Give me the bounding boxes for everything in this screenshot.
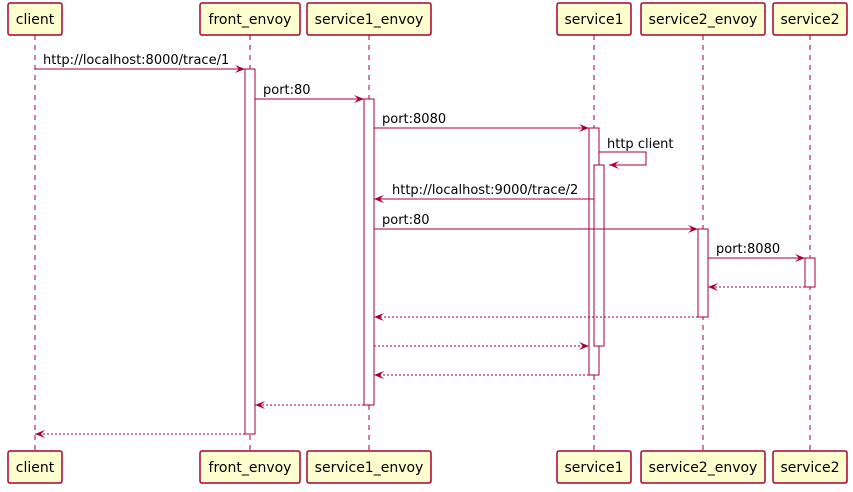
participant-label: service1_envoy bbox=[315, 460, 424, 476]
lifelines bbox=[34, 35, 811, 451]
arrowhead bbox=[688, 225, 698, 233]
message-9 bbox=[374, 342, 589, 350]
message-7 bbox=[708, 283, 805, 291]
arrowhead bbox=[235, 65, 245, 73]
participant-front_envoy-top: front_envoy bbox=[199, 2, 301, 36]
message-label: port:8080 bbox=[716, 242, 780, 257]
participant-box bbox=[772, 2, 848, 36]
participant-label: service2 bbox=[780, 12, 839, 28]
participant-box bbox=[306, 450, 432, 484]
message-label: port:8080 bbox=[382, 112, 446, 127]
participants-top: client front_envoy service1_envoy service1 s… bbox=[7, 2, 848, 36]
activation-bar-service2_envoy bbox=[697, 228, 709, 318]
participant-service2_envoy-top: service2_envoy bbox=[640, 2, 766, 36]
message-11 bbox=[255, 401, 364, 409]
participant-label: client bbox=[16, 460, 55, 476]
arrowhead bbox=[35, 430, 45, 438]
activation-bars bbox=[244, 68, 816, 435]
arrowhead bbox=[708, 283, 718, 291]
participant-client-top: client bbox=[7, 2, 63, 36]
messages: http://localhost:8000/trace/1 port:80 port… bbox=[35, 53, 805, 438]
arrowhead bbox=[795, 254, 805, 262]
participant-box bbox=[7, 2, 63, 36]
participant-box bbox=[199, 450, 301, 484]
activation-bar-service2 bbox=[804, 257, 816, 288]
participant-label: client bbox=[16, 12, 55, 28]
message-8 bbox=[374, 313, 698, 321]
arrowhead bbox=[374, 371, 384, 379]
participant-service1-bottom: service1 bbox=[556, 450, 632, 484]
participant-label: service2_envoy bbox=[649, 12, 758, 28]
participant-client-bottom: client bbox=[7, 450, 63, 484]
participant-box bbox=[306, 2, 432, 36]
message-6: port:8080 bbox=[708, 242, 805, 262]
activation-bar-front_envoy bbox=[244, 68, 256, 435]
participant-label: service2 bbox=[780, 460, 839, 476]
arrowhead bbox=[374, 195, 384, 203]
participant-service2-bottom: service2 bbox=[772, 450, 848, 484]
message-1: port:80 bbox=[255, 83, 364, 103]
message-4: http://localhost:9000/trace/2 bbox=[374, 183, 594, 203]
participant-label: service1_envoy bbox=[315, 12, 424, 28]
message-5: port:80 bbox=[374, 213, 698, 233]
participant-label: front_envoy bbox=[209, 460, 292, 476]
arrowhead bbox=[579, 342, 589, 350]
participant-label: service1 bbox=[564, 460, 623, 476]
participant-label: service1 bbox=[564, 12, 623, 28]
message-line bbox=[599, 151, 647, 166]
participant-front_envoy-bottom: front_envoy bbox=[199, 450, 301, 484]
participant-box bbox=[199, 2, 301, 36]
participant-box bbox=[640, 2, 766, 36]
participant-service2_envoy-bottom: service2_envoy bbox=[640, 450, 766, 484]
participant-service2-top: service2 bbox=[772, 2, 848, 36]
message-2: port:8080 bbox=[374, 112, 589, 132]
message-label: port:80 bbox=[382, 213, 430, 228]
activation-bar-service1_envoy bbox=[363, 98, 375, 406]
message-label: http client bbox=[607, 137, 674, 152]
arrowhead bbox=[354, 95, 364, 103]
activation-bar-service1 bbox=[593, 164, 605, 347]
participant-service1_envoy-top: service1_envoy bbox=[306, 2, 432, 36]
arrowhead bbox=[255, 401, 265, 409]
participant-box bbox=[556, 450, 632, 484]
participant-box bbox=[772, 450, 848, 484]
participant-label: front_envoy bbox=[209, 12, 292, 28]
message-12 bbox=[35, 430, 245, 438]
participant-service1_envoy-bottom: service1_envoy bbox=[306, 450, 432, 484]
arrowhead bbox=[579, 124, 589, 132]
message-label: http://localhost:8000/trace/1 bbox=[43, 53, 229, 68]
message-0: http://localhost:8000/trace/1 bbox=[35, 53, 245, 73]
participant-box bbox=[7, 450, 63, 484]
participant-box bbox=[640, 450, 766, 484]
arrowhead bbox=[374, 313, 384, 321]
message-label: http://localhost:9000/trace/2 bbox=[392, 183, 578, 198]
participant-label: service2_envoy bbox=[649, 460, 758, 476]
arrowhead bbox=[609, 161, 619, 169]
participants-bottom: client front_envoy service1_envoy service1 s… bbox=[7, 450, 848, 484]
message-10 bbox=[374, 371, 589, 379]
participant-box bbox=[556, 2, 632, 36]
participant-service1-top: service1 bbox=[556, 2, 632, 36]
message-3: http client bbox=[599, 137, 674, 169]
message-label: port:80 bbox=[263, 83, 311, 98]
